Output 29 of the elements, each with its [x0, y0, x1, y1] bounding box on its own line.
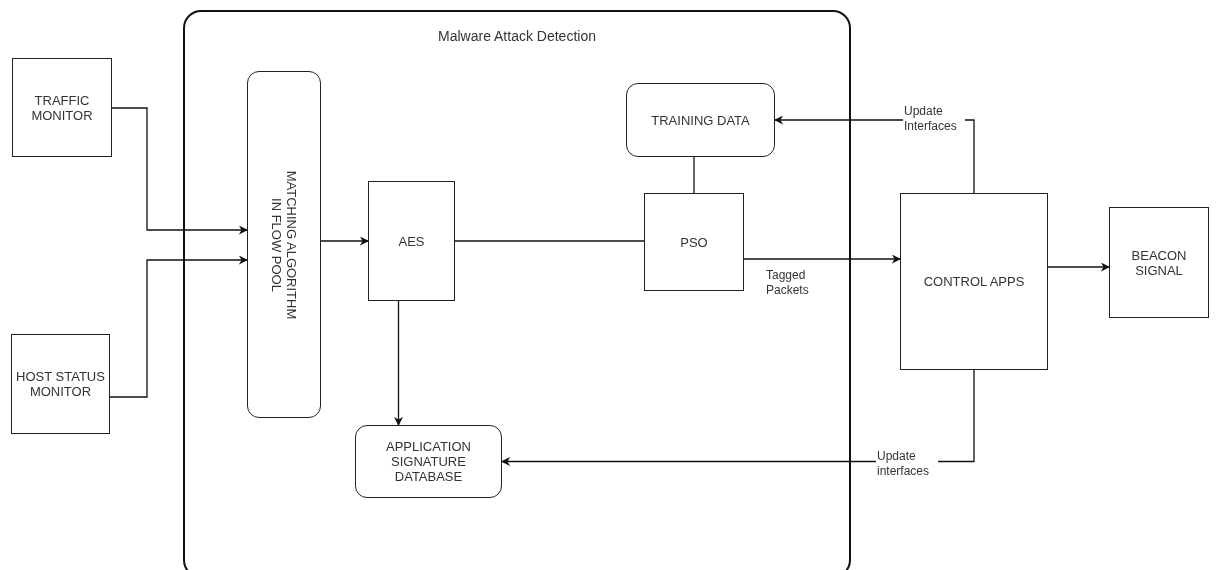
- arrow: [1047, 262, 1110, 272]
- group-container: [183, 10, 851, 570]
- arrow: [743, 254, 901, 264]
- node-label: MATCHING ALGORITHM IN FLOW POOL: [269, 169, 299, 320]
- process-box: [368, 181, 455, 301]
- arrow: [111, 107, 248, 235]
- node-label: HOST STATUS MONITOR: [15, 369, 106, 399]
- process-box: [900, 193, 1048, 370]
- connector-line: [693, 156, 695, 194]
- node-label: APPLICATION SIGNATURE DATABASE: [385, 439, 472, 484]
- process-box: [11, 334, 110, 434]
- node-label: AES: [398, 233, 425, 249]
- rounded-box: [355, 425, 502, 498]
- process-box: [12, 58, 112, 157]
- node-label: BEACON SIGNAL: [1130, 247, 1188, 278]
- node-label: TRAINING DATA: [651, 112, 750, 128]
- arrow: [394, 300, 403, 426]
- process-box: [1109, 207, 1209, 318]
- node-label: TRAFFIC MONITOR: [30, 92, 94, 123]
- connector-line: [454, 240, 645, 242]
- arrow: [501, 369, 975, 466]
- group-title: Malware Attack Detection: [438, 29, 596, 44]
- node-label: PSO: [680, 234, 708, 250]
- arrow: [109, 255, 248, 398]
- rounded-box: [626, 83, 775, 157]
- process-box: [247, 71, 321, 418]
- arrow: [320, 236, 369, 246]
- node-label: CONTROL APPS: [923, 274, 1025, 289]
- process-box: [644, 193, 744, 291]
